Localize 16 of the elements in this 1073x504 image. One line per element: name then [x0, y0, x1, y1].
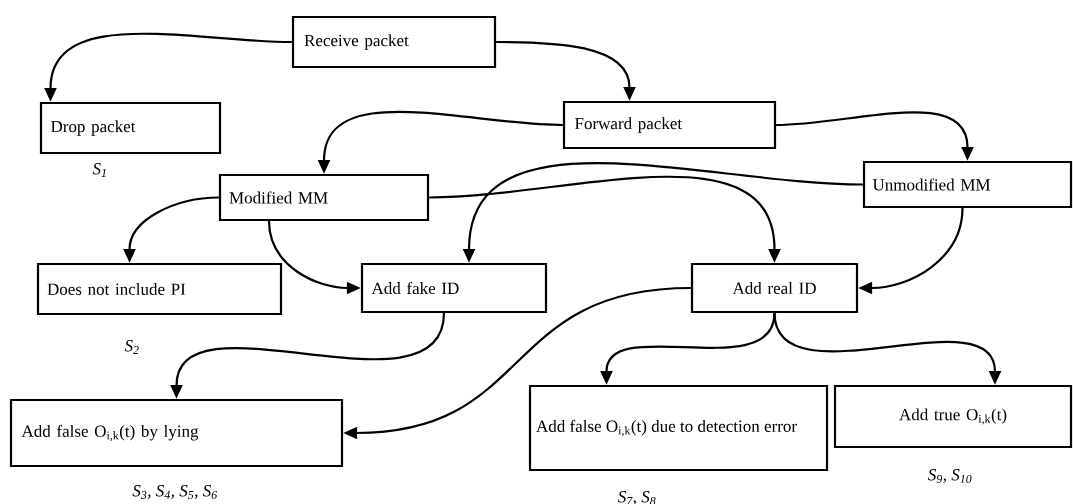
state-label: S$_{7}$, S$_{8}$ — [618, 491, 656, 504]
process-box: Add fake ID — [360, 262, 548, 314]
state-label: S$_{1}$ — [92, 163, 106, 177]
process-box: Does not include PI — [36, 262, 283, 316]
process-box: Add true O$_{i,k}$(t) — [833, 384, 1073, 449]
process-box: Receive packet — [291, 15, 497, 69]
process-box: Unmodified MM — [862, 160, 1073, 209]
process-box: Drop packet — [39, 101, 222, 155]
process-box: Add false O$_{i,k}$(t) by lying — [9, 398, 344, 468]
state-label: S$_{3}$, S$_{4}$, S$_{5}$, S$_{6}$ — [132, 485, 218, 499]
process-box: Add false O$_{i,k}$(t) due to detection error — [528, 384, 829, 472]
state-label: S$_{9}$, S$_{10}$ — [928, 469, 972, 483]
state-label: S$_{2}$ — [124, 340, 139, 354]
process-box: Add real ID — [690, 262, 859, 314]
process-box: Forward packet — [562, 100, 777, 150]
process-box: Modified MM — [218, 173, 430, 222]
